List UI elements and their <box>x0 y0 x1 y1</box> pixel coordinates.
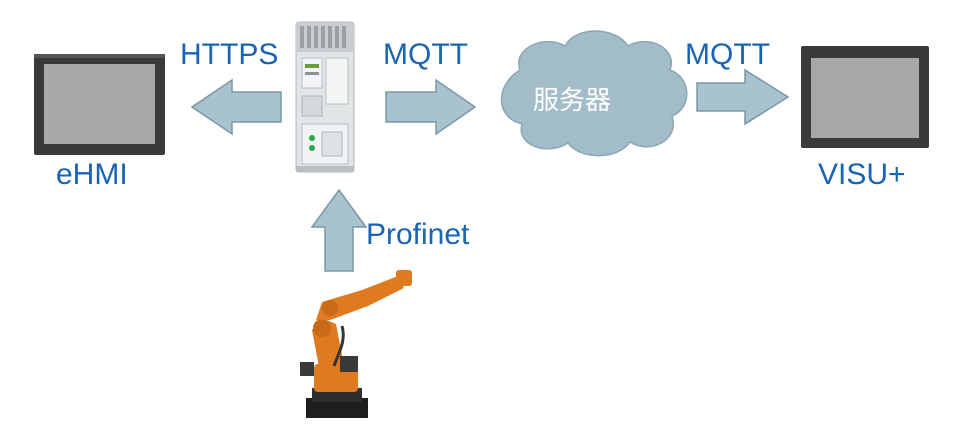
server-cloud-icon <box>500 30 688 157</box>
robot-icon <box>300 270 412 418</box>
controller-icon <box>295 21 355 173</box>
visu-label: VISU+ <box>818 158 906 191</box>
mqtt-right-arrow <box>696 68 790 126</box>
mqtt-left-arrow <box>385 78 477 136</box>
profinet-label: Profinet <box>366 218 470 251</box>
https-label: HTTPS <box>180 38 279 71</box>
mqtt-left-label: MQTT <box>383 38 468 71</box>
visu-monitor-icon <box>801 46 929 148</box>
mqtt-right-label: MQTT <box>685 38 770 71</box>
ehmi-label: eHMI <box>56 158 128 191</box>
profinet-arrow <box>310 188 368 272</box>
server-label: 服务器 <box>533 86 612 116</box>
ehmi-panel-icon <box>34 54 165 155</box>
https-arrow <box>190 78 282 136</box>
